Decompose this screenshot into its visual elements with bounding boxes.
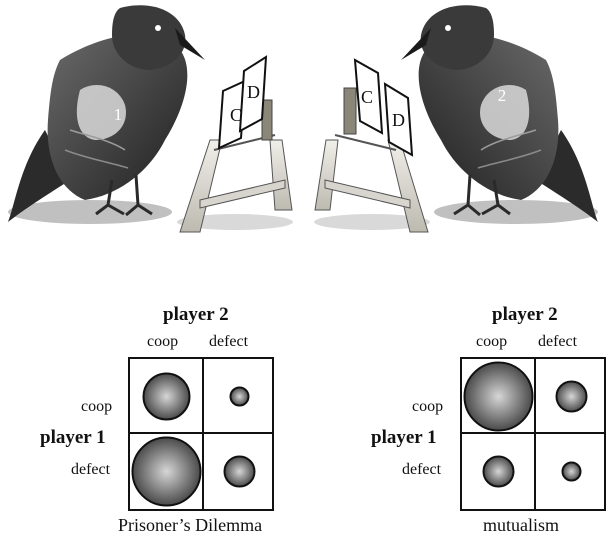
payoff-matrix-prisoners-dilemma [128, 357, 274, 511]
svg-text:D: D [247, 82, 260, 102]
card-c-left: C [217, 79, 247, 150]
row-label-coop: coop [412, 398, 444, 415]
column-label-defect: defect [538, 333, 578, 350]
card-d-right: D [383, 82, 414, 157]
payoff-ball [223, 455, 256, 488]
column-label-coop: coop [476, 333, 508, 350]
column-player-label: player 2 [492, 304, 558, 325]
apparatus-right: C D [314, 58, 430, 233]
payoff-ball [482, 455, 515, 488]
payoff-ball [555, 380, 588, 413]
svg-text:C: C [361, 87, 373, 107]
bird-left: 1 [8, 5, 205, 224]
column-player-label: player 2 [163, 304, 229, 325]
game-caption: mutualism [483, 515, 559, 535]
column-label-defect: defect [209, 333, 249, 350]
payoff-matrix-mutualism [460, 357, 606, 511]
card-c-right: C [353, 58, 384, 135]
game-caption: Prisoner’s Dilemma [118, 515, 263, 535]
row-label-defect: defect [71, 461, 111, 478]
row-player-label: player 1 [371, 427, 437, 448]
payoff-ball [142, 372, 191, 421]
svg-text:C: C [230, 105, 242, 125]
bird-left-number: 1 [114, 105, 123, 124]
bird-experiment-illustration: 1 C D C D [8, 5, 598, 233]
apparatus-left: C D [177, 55, 293, 233]
bird-right-number: 2 [498, 86, 507, 105]
bird-right [401, 5, 598, 224]
column-label-coop: coop [147, 333, 179, 350]
card-d-left: D [238, 55, 268, 133]
row-label-coop: coop [81, 398, 113, 415]
payoff-ball [561, 461, 582, 482]
payoff-ball [131, 436, 202, 507]
row-label-defect: defect [402, 461, 442, 478]
svg-text:D: D [392, 110, 405, 130]
row-player-label: player 1 [40, 427, 106, 448]
payoff-ball [463, 361, 534, 432]
payoff-ball [229, 386, 250, 407]
